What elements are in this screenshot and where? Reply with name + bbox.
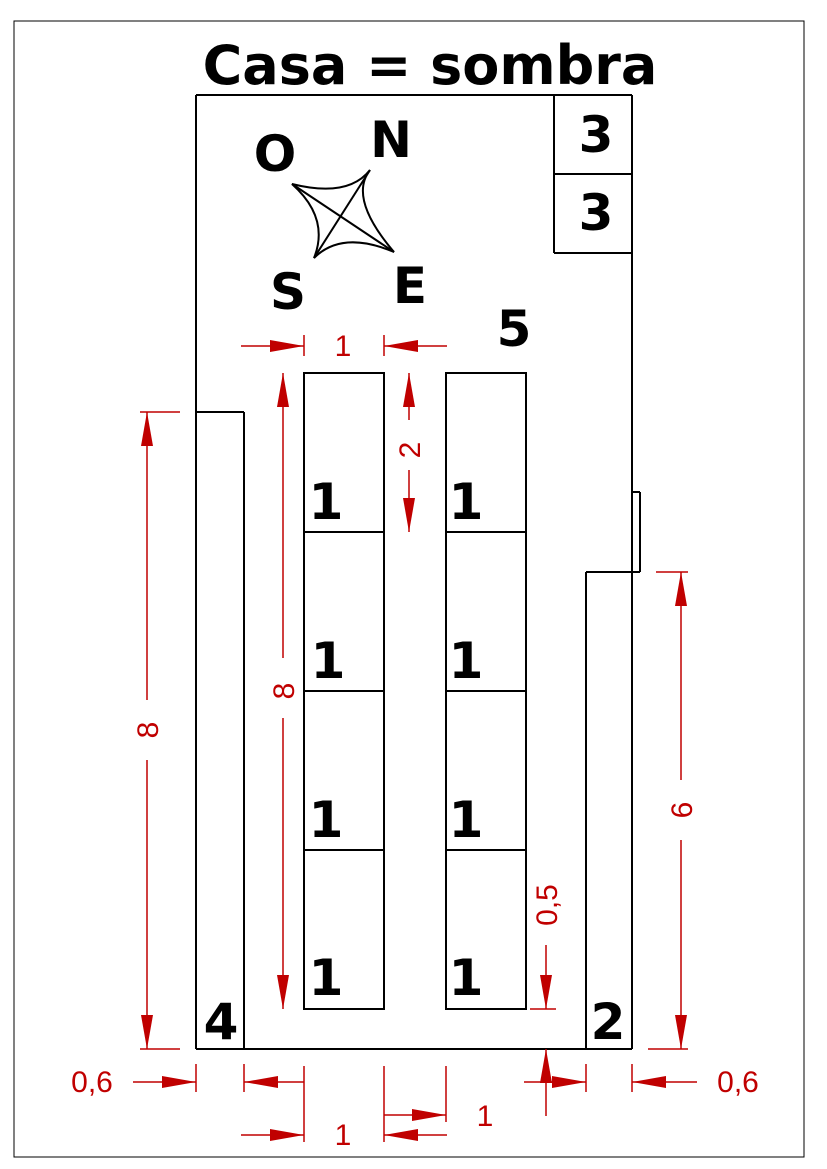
dimension-segment-height-label: 2 xyxy=(394,442,427,459)
dimension-left-strip-length-label: 8 xyxy=(132,722,165,739)
compass-rose-icon xyxy=(291,169,395,259)
dimension-left-strip-width-label: 0,6 xyxy=(71,1066,113,1099)
left-strip xyxy=(196,411,245,1049)
dimension-left-strip-length xyxy=(140,411,180,1050)
corner-zone xyxy=(553,95,632,254)
dimension-right-strip-length xyxy=(648,571,688,1050)
bed-left-label-2: 1 xyxy=(311,632,346,690)
bed-left xyxy=(303,372,385,1010)
dimension-right-strip-width xyxy=(524,1064,697,1092)
dimension-center-path-width-label: 1 xyxy=(477,1100,494,1133)
page-border xyxy=(13,20,805,1158)
bed-left-label-1: 1 xyxy=(309,473,344,531)
bed-right-label-2: 1 xyxy=(449,632,484,690)
dimension-bed-gap-top-label: 1 xyxy=(335,330,352,363)
zone-label-4: 4 xyxy=(204,993,239,1051)
bed-right-label-1: 1 xyxy=(449,473,484,531)
bed-left-label-4: 1 xyxy=(309,949,344,1007)
zone-label-3-bottom: 3 xyxy=(579,184,614,242)
compass-west-label: O xyxy=(254,125,297,183)
dimension-bottom-margin xyxy=(530,945,556,1116)
compass-south-label: S xyxy=(270,263,306,321)
dimension-center-path-width xyxy=(383,1066,447,1142)
dimension-bottom-margin-label: 0,5 xyxy=(531,884,564,926)
dimension-left-path-width-label: 1 xyxy=(335,1119,352,1152)
dimension-segment-height xyxy=(403,373,415,532)
bed-left-label-3: 1 xyxy=(309,791,344,849)
zone-label-2: 2 xyxy=(591,993,626,1051)
right-strip xyxy=(585,491,641,1049)
compass-east-label: E xyxy=(393,257,427,315)
dimension-bed-gap-top xyxy=(241,335,447,356)
bed-right-label-4: 1 xyxy=(449,949,484,1007)
dimension-left-path-width xyxy=(241,1066,447,1142)
dimension-left-strip-width xyxy=(133,1064,304,1092)
page-title: Casa = sombra xyxy=(203,34,658,97)
dimension-right-strip-length-label: 6 xyxy=(666,802,699,819)
bed-right xyxy=(445,372,527,1010)
plot-outline xyxy=(195,94,633,1050)
zone-label-3-top: 3 xyxy=(579,106,614,164)
bed-right-label-3: 1 xyxy=(449,791,484,849)
dimension-bed-length xyxy=(277,373,289,1009)
compass-north-label: N xyxy=(370,111,412,169)
dimension-bed-length-label: 8 xyxy=(268,683,301,700)
dimension-right-strip-width-label: 0,6 xyxy=(717,1066,759,1099)
zone-label-5: 5 xyxy=(497,300,532,358)
